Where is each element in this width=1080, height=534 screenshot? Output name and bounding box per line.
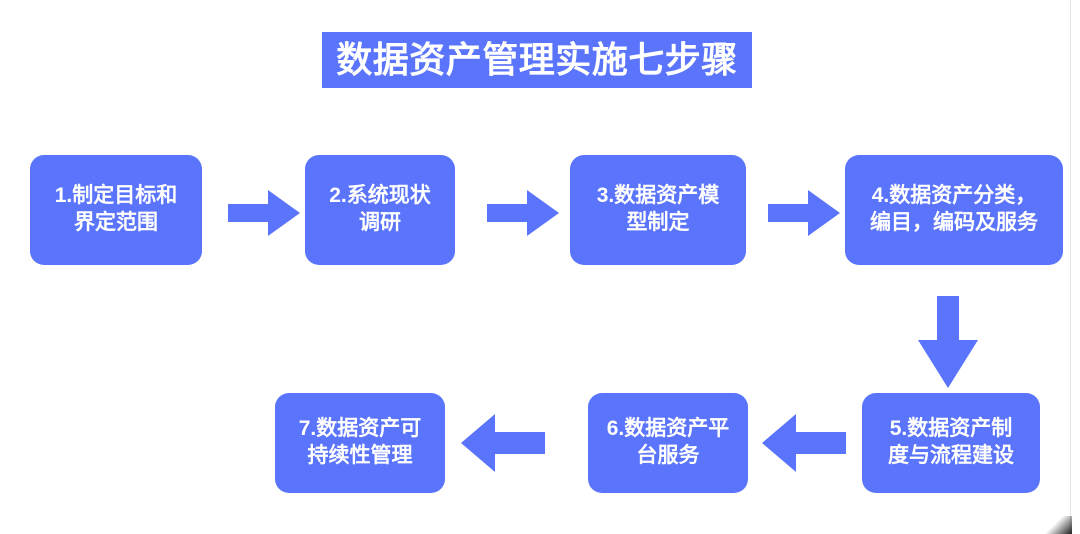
step-5-label: 5.数据资产制 度与流程建设 [888, 417, 1014, 467]
card-corner-shadow [1044, 516, 1072, 534]
arrow-1-to-2 [228, 190, 300, 236]
step-6-label: 6.数据资产平 台服务 [606, 417, 730, 467]
card-right-edge [1070, 0, 1071, 534]
step-4-label: 4.数据资产分类， 编目，编码及服务 [870, 184, 1038, 234]
title-banner: 数据资产管理实施七步骤 [322, 32, 752, 88]
arrow-4-to-5 [918, 296, 978, 388]
step-box-4[interactable]: 4.数据资产分类， 编目，编码及服务 [845, 155, 1063, 265]
arrow-2-to-3 [487, 190, 559, 236]
step-box-1[interactable]: 1.制定目标和 界定范围 [30, 155, 202, 265]
page-title: 数据资产管理实施七步骤 [336, 39, 738, 80]
step-box-6[interactable]: 6.数据资产平 台服务 [588, 393, 748, 493]
step-3-label: 3.数据资产模 型制定 [596, 184, 720, 234]
arrow-5-to-6 [762, 414, 846, 472]
step-box-3[interactable]: 3.数据资产模 型制定 [570, 155, 746, 265]
arrow-6-to-7 [461, 414, 545, 472]
step-1-label: 1.制定目标和 界定范围 [54, 184, 178, 234]
step-7-label: 7.数据资产可 持续性管理 [298, 417, 422, 467]
arrow-3-to-4 [768, 190, 840, 236]
step-2-label: 2.系统现状 调研 [329, 184, 431, 234]
step-box-2[interactable]: 2.系统现状 调研 [305, 155, 455, 265]
step-box-7[interactable]: 7.数据资产可 持续性管理 [275, 393, 445, 493]
step-box-5[interactable]: 5.数据资产制 度与流程建设 [862, 393, 1040, 493]
